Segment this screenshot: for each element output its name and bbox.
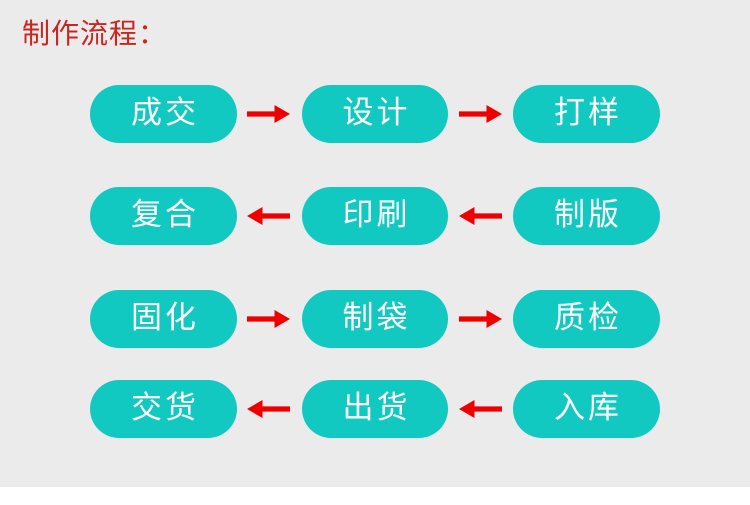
flow-row: 固化 制袋 质检 (90, 290, 660, 348)
arrow-right-icon (448, 85, 513, 143)
flow-step-pill[interactable]: 打样 (513, 85, 660, 143)
flow-step-pill[interactable]: 制版 (513, 187, 660, 245)
flow-step-pill[interactable]: 入库 (513, 380, 660, 438)
flow-step-pill[interactable]: 成交 (90, 85, 237, 143)
flow-step-pill[interactable]: 制袋 (301, 290, 449, 348)
arrow-left-icon (448, 380, 513, 438)
flow-row: 交货 出货 入库 (90, 380, 660, 438)
page-title: 制作流程： (22, 17, 168, 50)
flow-row: 复合 印刷 制版 (90, 187, 660, 245)
flow-step-pill[interactable]: 交货 (90, 380, 237, 438)
bottom-white-strip (0, 487, 750, 505)
flow-canvas: 制作流程： 成交 设计 打样 复合 (0, 0, 750, 487)
flow-step-pill[interactable]: 复合 (90, 187, 237, 245)
flow-step-pill[interactable]: 出货 (301, 380, 449, 438)
arrow-right-icon (237, 85, 302, 143)
flow-step-pill[interactable]: 质检 (513, 290, 660, 348)
flow-step-pill[interactable]: 设计 (301, 85, 449, 143)
arrow-left-icon (237, 187, 302, 245)
arrow-left-icon (448, 187, 513, 245)
flow-step-pill[interactable]: 固化 (90, 290, 237, 348)
arrow-left-icon (237, 380, 302, 438)
flow-row: 成交 设计 打样 (90, 85, 660, 143)
flow-step-pill[interactable]: 印刷 (301, 187, 449, 245)
arrow-right-icon (448, 290, 513, 348)
arrow-right-icon (237, 290, 302, 348)
